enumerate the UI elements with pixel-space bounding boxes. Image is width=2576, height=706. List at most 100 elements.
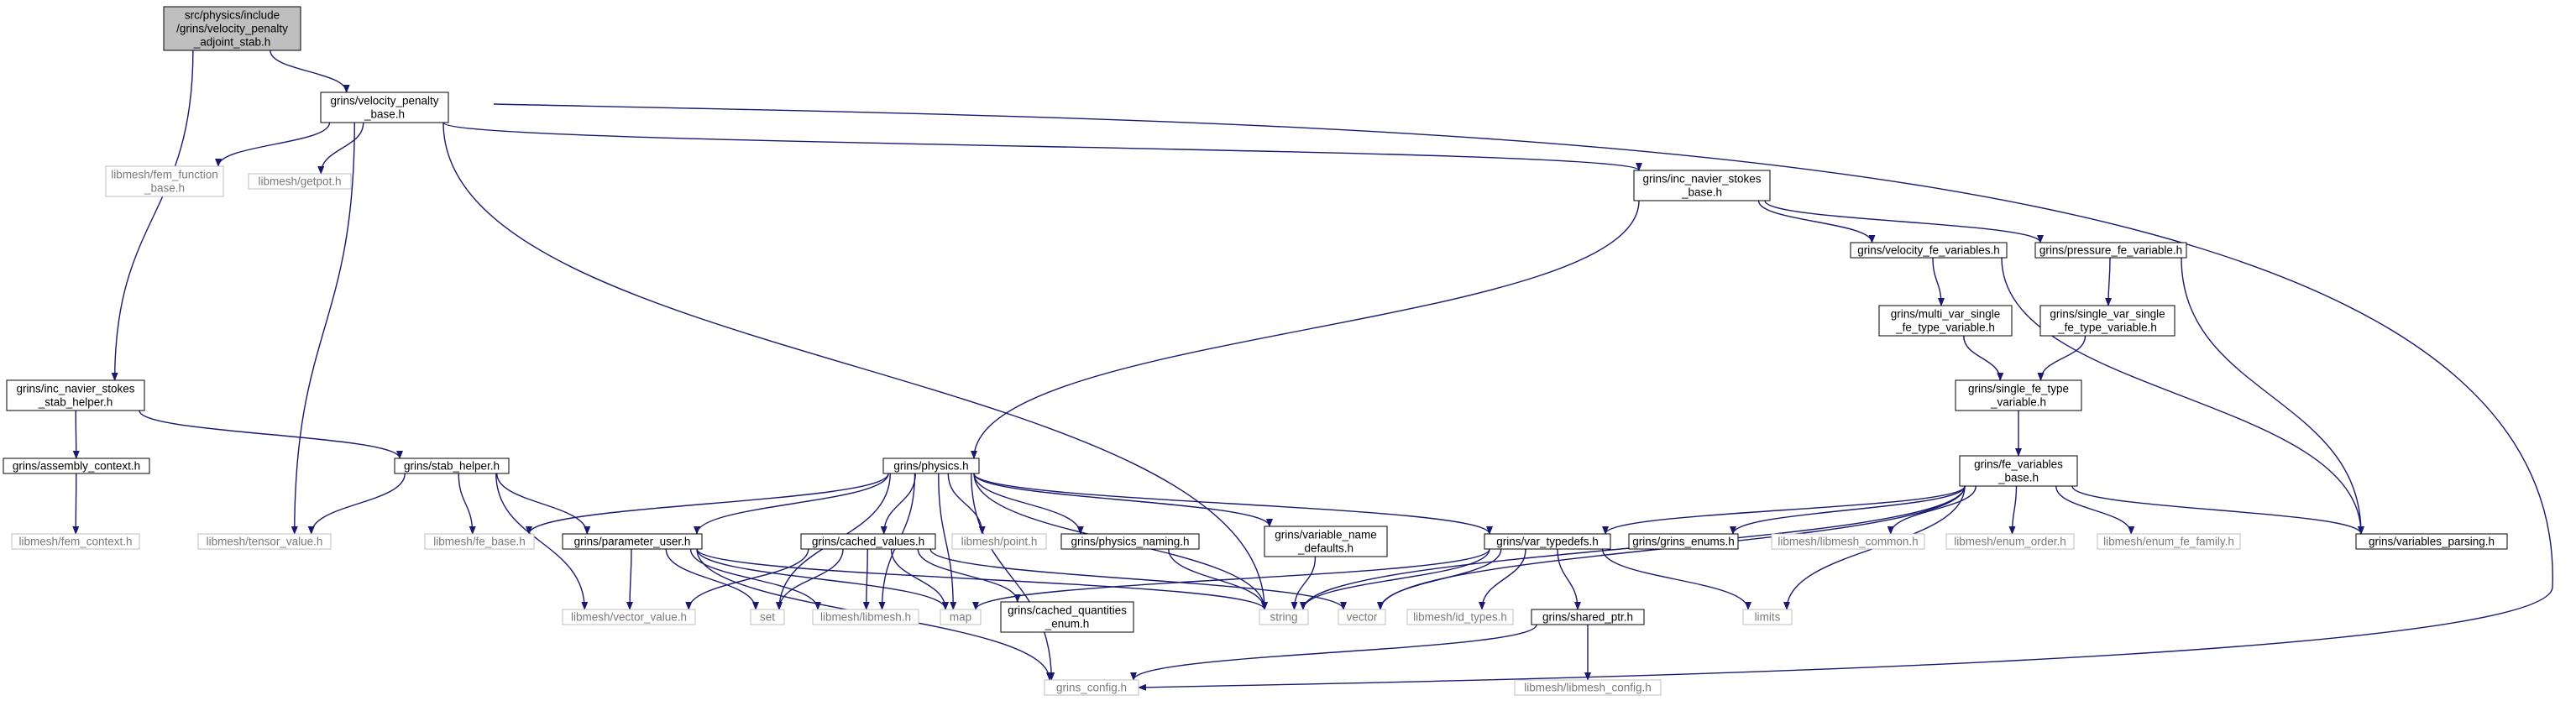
node-label-line: grins/variable_name (1275, 529, 1377, 541)
node-enumorder[interactable]: libmesh/enum_order.h (1945, 533, 2075, 550)
node-svs[interactable]: grins/single_var_single_fe_type_variable… (2039, 305, 2175, 337)
edge-phys-to-puser (694, 473, 889, 535)
edge-stab-to-puser (496, 473, 591, 535)
node-cqe[interactable]: grins/cached_quantities_enum.h (1000, 601, 1134, 633)
node-label-line: _fe_type_variable.h (1895, 322, 1995, 334)
edge-insb-to-phys (971, 200, 1640, 459)
node-label-line: /grins/velocity_penalty (176, 23, 288, 35)
node-enumfam[interactable]: libmesh/enum_fe_family.h (2097, 533, 2241, 550)
node-label-line: libmesh/fem_function (111, 169, 218, 181)
node-label-line: grins/cached_values.h (812, 536, 924, 548)
node-label-line: _base.h (1997, 472, 2039, 484)
edge-stab-to-tensor (307, 473, 406, 535)
node-getpot[interactable]: libmesh/getpot.h (248, 173, 352, 190)
edge-svs-to-sft (2037, 335, 2086, 381)
edge-stab-to-febase (458, 473, 476, 535)
node-label-line: libmesh/vector_value.h (571, 611, 687, 624)
node-sptr[interactable]: grins/shared_ptr.h (1531, 609, 1645, 625)
node-gconfig[interactable]: grins_config.h (1044, 679, 1139, 696)
edge-insb-to-vfev (1757, 200, 1876, 243)
node-phys[interactable]: grins/physics.h (882, 458, 980, 474)
node-vnd[interactable]: grins/variable_name_defaults.h (1264, 526, 1388, 557)
node-vfev[interactable]: grins/velocity_fe_variables.h (1850, 242, 2008, 259)
node-asm[interactable]: grins/assembly_context.h (3, 458, 150, 474)
node-label-line: libmesh/fe_base.h (433, 536, 526, 548)
node-box (1406, 609, 1514, 625)
node-box (2034, 242, 2187, 259)
node-vecval[interactable]: libmesh/vector_value.h (562, 609, 696, 625)
edge-vpb-to-tensor (291, 122, 355, 535)
node-fevb[interactable]: grins/fe_variables_base.h (1959, 455, 2078, 487)
node-genums[interactable]: grins/grins_enums.h (1628, 533, 1739, 550)
node-box (1945, 533, 2075, 550)
edge-puser-to-set (665, 548, 759, 610)
edge-cached-to-libmeshh (862, 548, 870, 610)
node-puser[interactable]: grins/parameter_user.h (562, 533, 703, 550)
edge-vpb-to-femfunc (215, 122, 331, 167)
node-mvs[interactable]: grins/multi_var_single_fe_type_variable.… (1878, 305, 2013, 337)
node-femfunc[interactable]: libmesh/fem_function_base.h (105, 165, 224, 197)
edge-inssh-to-stab (139, 410, 403, 459)
node-label-line: grins/pressure_fe_variable.h (2039, 244, 2182, 257)
node-libmeshh[interactable]: libmesh/libmesh.h (812, 609, 919, 625)
node-label-line: string (1270, 611, 1297, 624)
node-stab[interactable]: grins/stab_helper.h (394, 458, 510, 474)
node-box (163, 6, 301, 51)
node-sft[interactable]: grins/single_fe_type_variable.h (1955, 379, 2082, 411)
node-vtd[interactable]: grins/var_typedefs.h (1484, 533, 1611, 550)
node-box (1878, 305, 2013, 337)
node-idtypes[interactable]: libmesh/id_types.h (1406, 609, 1514, 625)
node-lcommon[interactable]: libmesh/libmesh_common.h (1771, 533, 1925, 550)
node-string[interactable]: string (1259, 609, 1309, 625)
node-label-line: _base.h (144, 182, 185, 195)
node-label-line: _adjoint_stab.h (193, 36, 271, 49)
node-point[interactable]: libmesh/point.h (951, 533, 1047, 550)
edge-fevb-to-enumorder (2008, 485, 2018, 535)
node-febase[interactable]: libmesh/fe_base.h (424, 533, 535, 550)
edge-phys-to-vnd (973, 473, 1273, 527)
edge-cached-to-set (776, 548, 844, 610)
node-label-line: grins/var_typedefs.h (1496, 536, 1599, 548)
edge-vtd-to-limits (1601, 548, 1751, 610)
edge-puser-to-vecval (626, 548, 634, 610)
edge-mvs-to-sft (1963, 335, 2004, 381)
node-label-line: grins/variables_parsing.h (2369, 536, 2495, 548)
node-box (882, 458, 980, 474)
node-cached[interactable]: grins/cached_values.h (800, 533, 936, 550)
node-label-line: libmesh/point.h (961, 536, 1038, 548)
node-vpb[interactable]: grins/velocity_penalty_base.h (320, 92, 449, 123)
node-label-line: libmesh/fem_context.h (18, 536, 132, 548)
node-label-line: grins/physics_naming.h (1071, 536, 1189, 548)
node-vector[interactable]: vector (1338, 609, 1386, 625)
node-set[interactable]: set (750, 609, 785, 625)
node-root[interactable]: src/physics/include/grins/velocity_penal… (163, 6, 301, 51)
node-limits[interactable]: limits (1742, 609, 1793, 625)
node-map[interactable]: map (940, 609, 982, 625)
node-box (1959, 455, 2078, 487)
node-box (951, 533, 1047, 550)
edge-vpb-to-insb (442, 122, 1642, 171)
node-label-line: grins/single_var_single (2050, 308, 2165, 321)
edge-phys-to-point (947, 473, 986, 535)
edge-vnd-to-string (1291, 556, 1317, 610)
node-inssh[interactable]: grins/inc_navier_stokes_stab_helper.h (6, 379, 145, 411)
dependency-edges (72, 50, 2553, 691)
edge-insb-to-pfev (1764, 200, 2044, 243)
node-box (1060, 533, 1200, 550)
node-lconfig[interactable]: libmesh/libmesh_config.h (1514, 679, 1662, 696)
node-pfev[interactable]: grins/pressure_fe_variable.h (2034, 242, 2187, 259)
node-femctx[interactable]: libmesh/fem_context.h (11, 533, 140, 550)
node-tensor[interactable]: libmesh/tensor_value.h (197, 533, 332, 550)
node-varparse[interactable]: grins/variables_parsing.h (2355, 533, 2508, 550)
node-pnaming[interactable]: grins/physics_naming.h (1060, 533, 1200, 550)
edge-fevb-to-lcommon (1887, 485, 1977, 535)
edge-vtd-to-sptr (1557, 548, 1581, 610)
edge-vtd-to-idtypes (1479, 548, 1526, 610)
node-box (562, 533, 703, 550)
node-insb[interactable]: grins/inc_navier_stokes_base.h (1633, 170, 1771, 201)
node-label-line: set (760, 611, 775, 624)
node-box (812, 609, 919, 625)
edge-phys-to-cached (880, 473, 916, 535)
node-box (3, 458, 150, 474)
